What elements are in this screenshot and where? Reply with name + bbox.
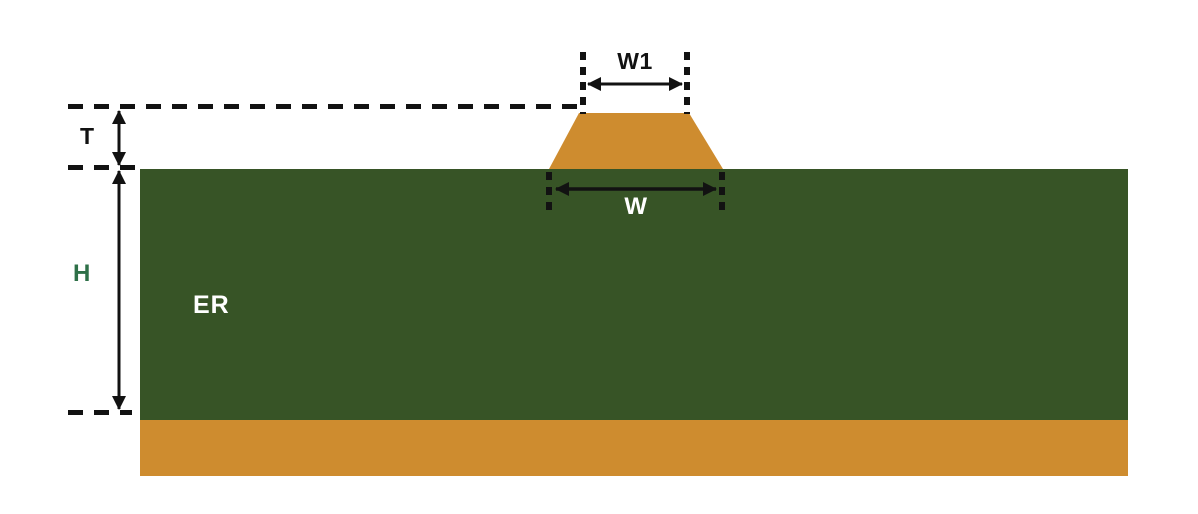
dielectric-substrate-layer (140, 169, 1128, 420)
t-dimension-label: T (80, 123, 95, 149)
w1-dimension-label: W1 (617, 48, 653, 74)
substrate-top-reference-dashed-line (68, 165, 138, 170)
ground-plane-layer (140, 420, 1128, 476)
w1-left-extension-dashed-line (580, 52, 586, 114)
dielectric-er-label: ER (193, 291, 230, 319)
w-dimension-label: W (624, 193, 648, 220)
h-dimension-label: H (73, 260, 91, 287)
w1-right-extension-dashed-line (684, 52, 690, 114)
w-left-extension-dashed-line (546, 172, 552, 214)
substrate-bottom-reference-dashed-line (68, 410, 132, 415)
copper-trace-trapezoid (549, 113, 723, 169)
w-right-extension-dashed-line (719, 172, 725, 214)
trace-top-reference-dashed-line (68, 104, 582, 109)
